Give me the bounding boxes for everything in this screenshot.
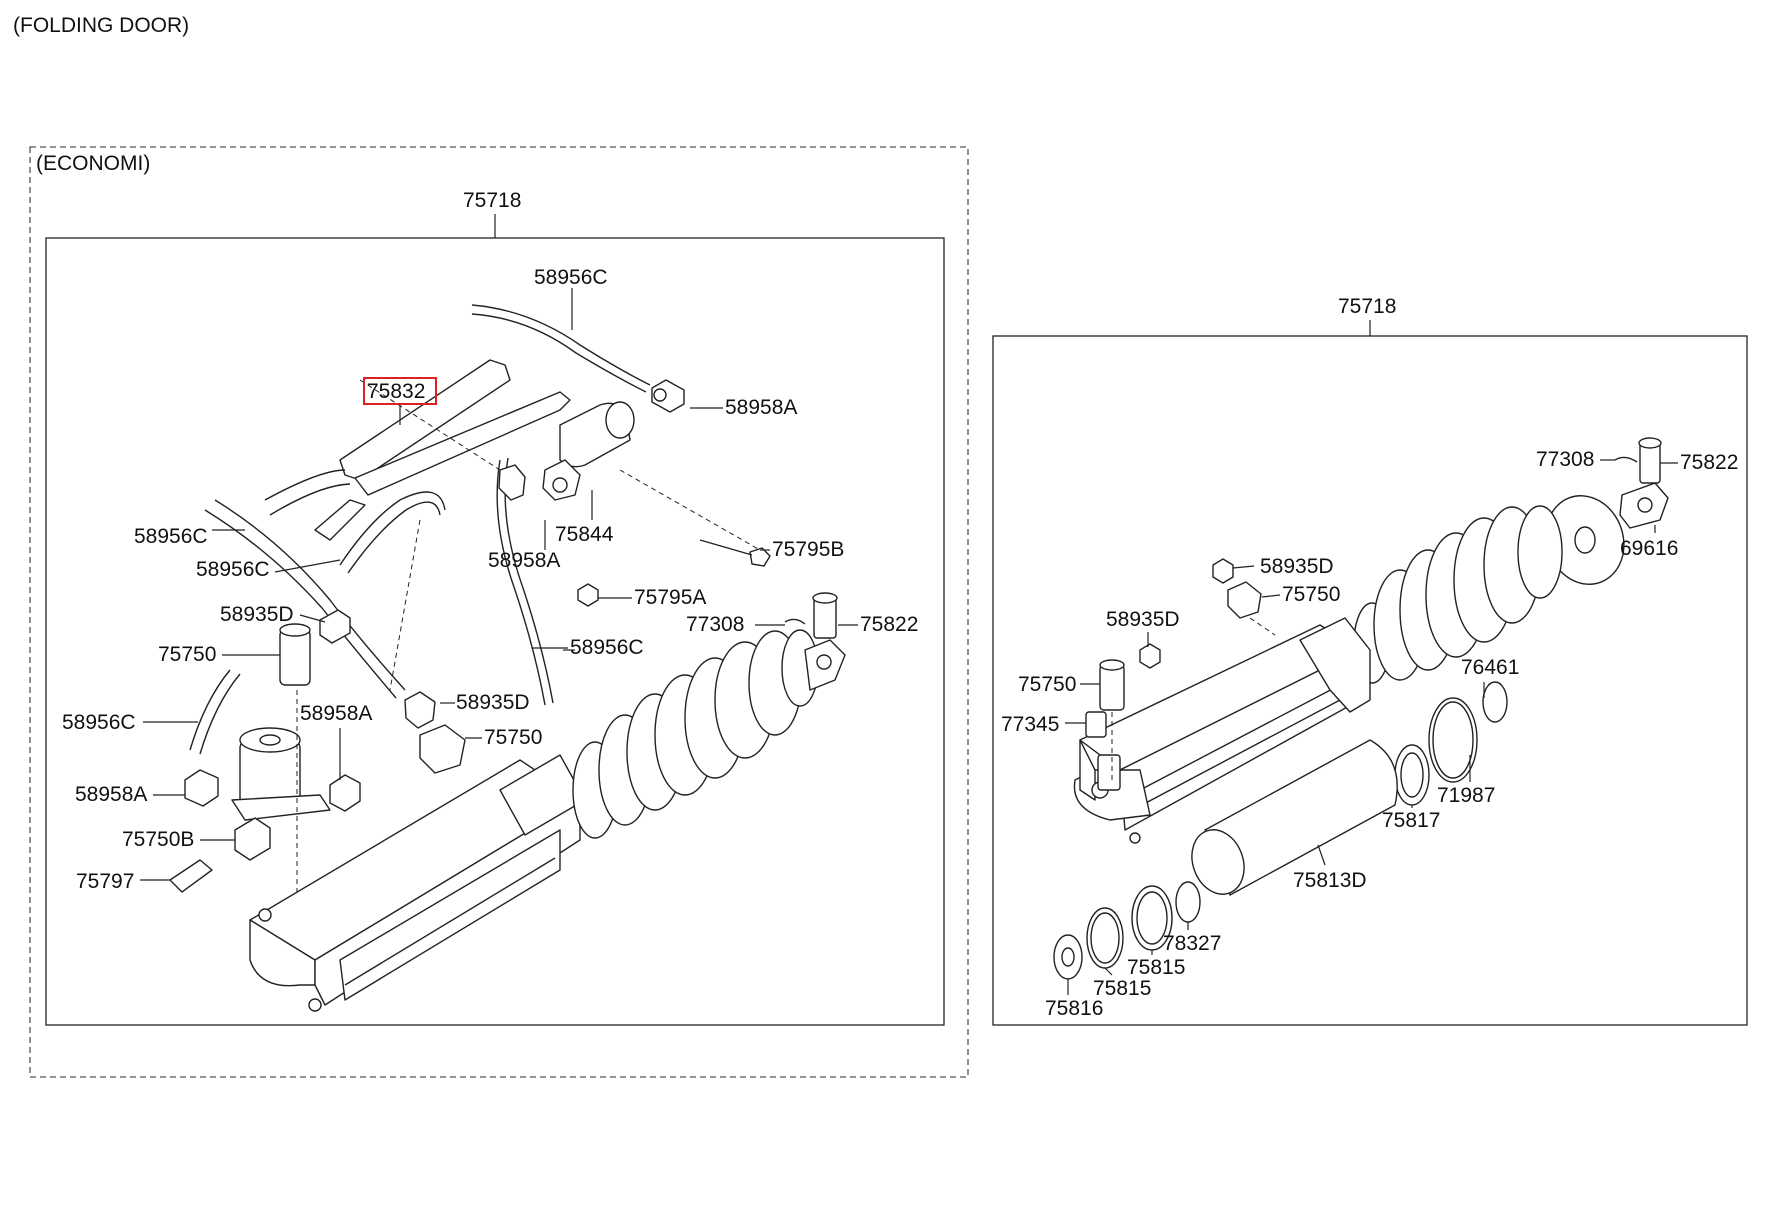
left-assembly-frame [45, 237, 945, 1026]
part-label[interactable]: 58935D [220, 603, 294, 626]
part-label[interactable]: 58958A [300, 702, 372, 725]
part-label[interactable]: 58935D [1106, 608, 1180, 631]
part-label[interactable]: 58958A [725, 396, 797, 419]
left-drawing [169, 304, 846, 1012]
part-label[interactable]: 75750 [158, 643, 216, 666]
part-label[interactable]: 75750B [122, 828, 194, 851]
part-label[interactable]: 75750 [1282, 583, 1340, 606]
part-label[interactable]: 58956C [570, 636, 644, 659]
part-label[interactable]: 75844 [555, 523, 614, 546]
part-label[interactable]: 75750 [1018, 673, 1076, 696]
part-label[interactable]: 75750 [484, 726, 542, 749]
part-label[interactable]: 78327 [1163, 932, 1221, 955]
part-label[interactable]: 77308 [1536, 448, 1594, 471]
part-label[interactable]: 76461 [1461, 656, 1519, 679]
part-label[interactable]: 75815 [1093, 977, 1151, 1000]
part-label[interactable]: 75795A [634, 586, 706, 609]
part-label[interactable]: 75797 [76, 870, 134, 893]
left-bellows [572, 629, 819, 839]
left-leaders [140, 288, 858, 881]
right-assembly-number[interactable]: 75718 [1338, 295, 1396, 318]
highlight-box [363, 377, 437, 405]
part-label[interactable]: 75816 [1045, 997, 1103, 1020]
left-labels: 58956C 75832 58958A 75844 75795B 58956C … [62, 266, 918, 893]
right-assembly-frame [992, 335, 1748, 1026]
part-label[interactable]: 75817 [1382, 809, 1440, 832]
part-label[interactable]: 75795B [772, 538, 844, 561]
part-label[interactable]: 75822 [1680, 451, 1738, 474]
economi-frame [29, 146, 969, 1078]
part-label[interactable]: 69616 [1620, 537, 1678, 560]
part-label[interactable]: 71987 [1437, 784, 1495, 807]
part-label[interactable]: 58956C [196, 558, 270, 581]
right-labels: 77308 75822 69616 58935D 75750 58935D 76… [1001, 448, 1738, 1020]
part-label[interactable]: 75815 [1127, 956, 1185, 979]
part-label[interactable]: 58935D [1260, 555, 1334, 578]
part-label[interactable]: 75813D [1293, 869, 1367, 892]
right-drawing [1053, 437, 1669, 980]
part-label[interactable]: 58935D [456, 691, 530, 714]
right-bellows [1353, 505, 1563, 684]
part-label[interactable]: 77308 [686, 613, 744, 636]
part-label[interactable]: 58956C [534, 266, 608, 289]
variant-label: (ECONOMI) [36, 152, 150, 175]
diagram-title: (FOLDING DOOR) [13, 14, 189, 37]
part-label[interactable]: 58958A [488, 549, 560, 572]
part-label[interactable]: 58956C [134, 525, 208, 548]
part-label[interactable]: 58958A [75, 783, 147, 806]
left-assembly-number[interactable]: 75718 [463, 189, 521, 212]
part-label[interactable]: 58956C [62, 711, 136, 734]
right-leaders [1065, 459, 1678, 995]
part-label[interactable]: 77345 [1001, 713, 1059, 736]
part-label[interactable]: 75822 [860, 613, 918, 636]
part-label-highlighted[interactable]: 75832 [367, 380, 425, 403]
